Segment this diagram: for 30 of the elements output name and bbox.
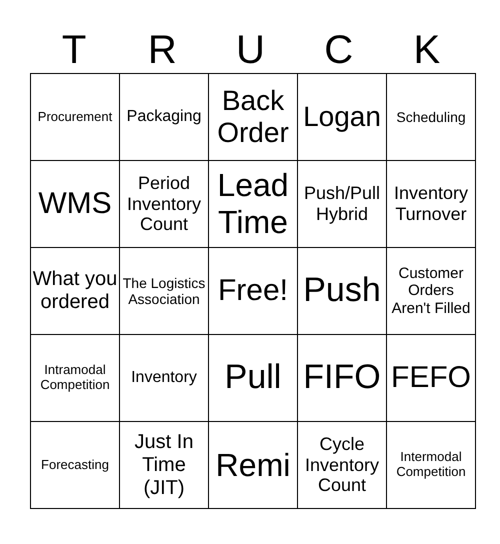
bingo-square: Procurement [30,74,120,160]
bingo-square: Just In Time (JIT) [120,422,208,508]
bingo-square: Pull [208,334,298,422]
bingo-square: Scheduling [386,74,476,160]
bingo-square: The Logistics Association [120,248,208,334]
header-letter: C [324,28,354,72]
bingo-square: Lead Time [208,160,298,248]
bingo-square: Push/Pull Hybrid [298,160,386,248]
bingo-square: Inventory Turnover [386,160,476,248]
bingo-square: What you ordered [30,248,120,334]
bingo-square: FEFO [386,334,476,422]
bingo-square: Period Inventory Count [120,160,208,248]
header-letter: K [414,28,440,72]
bingo-square: Customer Orders Aren't Filled [386,248,476,334]
bingo-square: Free! [208,248,298,334]
header-letter: U [236,28,265,72]
bingo-square: FIFO [298,334,386,422]
bingo-square: Inventory [120,334,208,422]
bingo-square: Back Order [208,74,298,160]
bingo-square: Forecasting [30,422,120,508]
bingo-square: Remi [208,422,298,508]
header-letter: T [62,28,86,72]
bingo-square: WMS [30,160,120,248]
header-letter: R [148,28,177,72]
bingo-square: Intramodal Competition [30,334,120,422]
bingo-square: Cycle Inventory Count [298,422,386,508]
bingo-square: Logan [298,74,386,160]
bingo-square: Push [298,248,386,334]
bingo-square: Packaging [120,74,208,160]
bingo-square: Intermodal Competition [386,422,476,508]
